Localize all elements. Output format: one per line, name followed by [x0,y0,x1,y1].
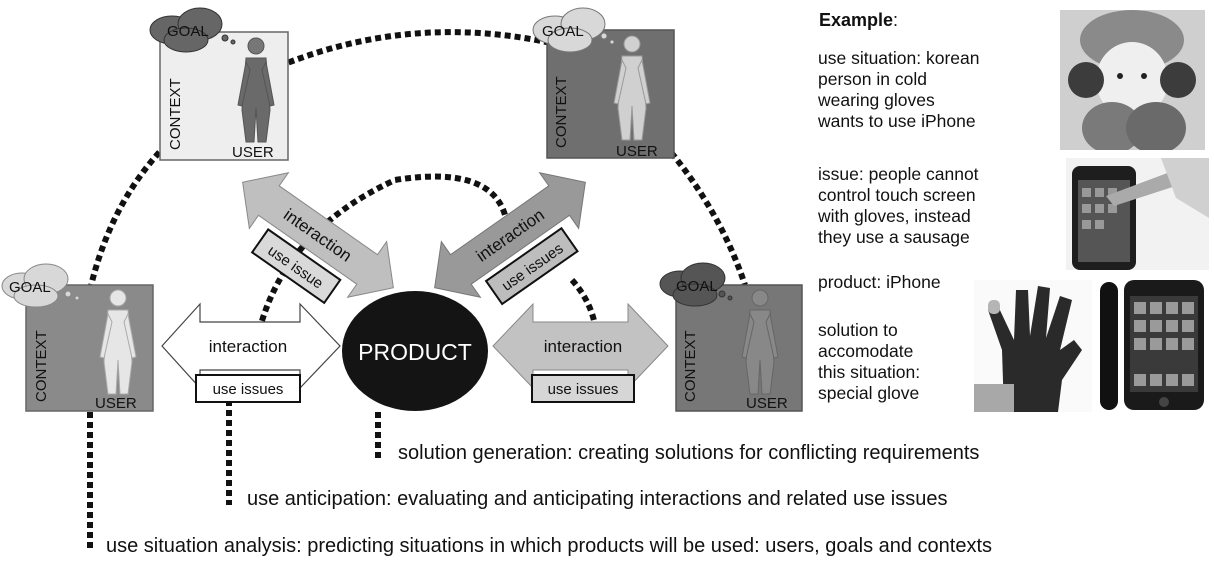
inner-arc [252,173,508,351]
example-heading-colon: : [893,10,899,30]
top-arc [268,29,561,73]
example-line: issue: people cannot [818,164,979,184]
user-figure-icon [237,37,275,143]
persona-top-left: GOAL CONTEXT USER [149,7,289,161]
goal-label: GOAL [542,23,584,40]
example-line: person in cold [818,69,927,89]
user-figure-icon [99,289,137,395]
example-line: special glove [818,383,920,403]
level-use-situation-analysis: use situation analysis: predicting situa… [106,535,992,557]
level-use-anticipation: use anticipation: evaluating and anticip… [247,488,947,510]
goal-cloud-icon [659,262,733,307]
example-line: solution to [818,320,898,340]
context-label: CONTEXT [553,76,570,148]
user-figure-icon [741,289,779,395]
product-label: PRODUCT [358,339,472,365]
example-line: accomodate [818,341,914,361]
goal-cloud-icon [532,7,615,53]
persona-top-right: GOAL CONTEXT USER [532,7,675,160]
interaction-arrow-upper-left: interaction use issue [242,171,394,305]
user-label: USER [746,395,788,412]
example-line: wants to use iPhone [818,111,976,131]
example-line: this situation: [818,362,921,382]
goal-cloud-icon [1,263,80,308]
goal-cloud-icon [149,7,236,53]
photo-sausage-touchscreen [1066,158,1209,270]
photo-special-glove [974,280,1092,412]
interaction-arrow-lower-right: interaction use issues [492,302,669,403]
goal-label: GOAL [9,279,51,296]
context-label: CONTEXT [167,78,184,150]
example-line: use situation: korean [818,48,980,68]
interaction-arrow-lower-left: interaction use issues [161,302,341,403]
example-line: wearing gloves [818,90,935,110]
example-line: control touch screen [818,185,976,205]
photo-iphone [1098,278,1208,412]
level-solution-generation: solution generation: creating solutions … [398,442,979,464]
context-label: CONTEXT [33,330,50,402]
persona-left: GOAL CONTEXT USER [1,263,154,412]
context-label: CONTEXT [682,330,699,402]
goal-label: GOAL [676,278,718,295]
user-figure-icon [613,35,651,141]
example-solution: solution to accomodate this situation: s… [818,320,920,404]
example-line: they use a sausage [818,227,970,247]
inner-arc-right [569,277,598,326]
user-label: USER [232,144,274,161]
example-heading-text: Example [819,10,894,30]
example-product: product: iPhone [818,272,941,293]
example-use-situation: use situation: korean person in cold wea… [818,48,980,132]
user-label: USER [616,143,658,160]
interaction-label: interaction [544,337,622,356]
outer-arc-right [662,143,748,286]
interaction-label: interaction [209,337,287,356]
use-issues-label: use issues [548,381,619,398]
example-issue: issue: people cannot control touch scree… [818,164,979,248]
example-line: with gloves, instead [818,206,971,226]
example-heading: Example: [819,10,898,31]
photo-person-in-cold [1060,10,1205,150]
example-line: product: iPhone [818,272,941,292]
user-label: USER [95,395,137,412]
use-issues-label: use issues [213,381,284,398]
persona-right: GOAL CONTEXT USER [659,262,803,412]
product-node: PRODUCT [342,291,488,411]
goal-label: GOAL [167,23,209,40]
